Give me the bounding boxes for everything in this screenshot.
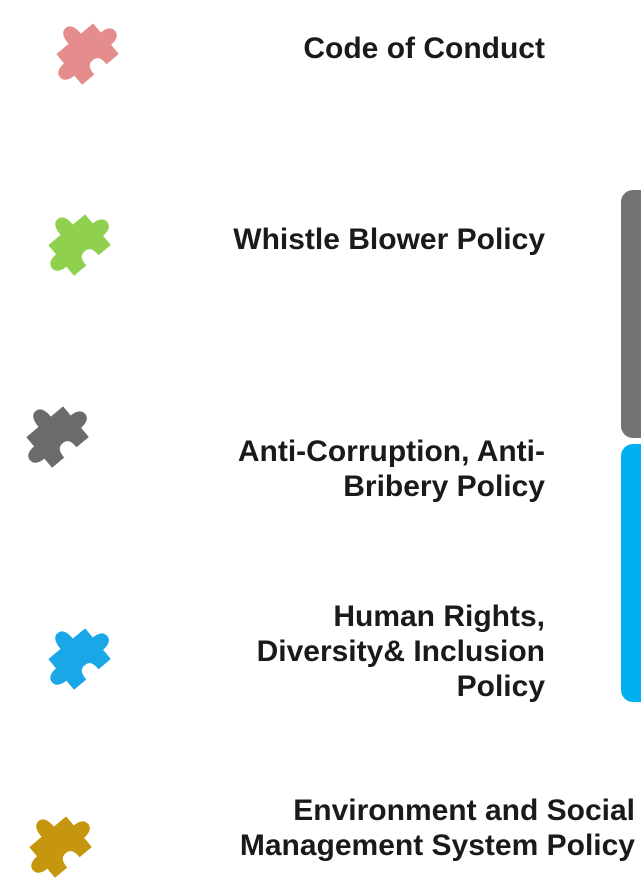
policy-label-line: Anti-Corruption, Anti- <box>237 435 545 468</box>
policy-label-line: Whistle Blower Policy <box>233 223 545 256</box>
policy-label-line: Policy <box>456 670 545 703</box>
policy-label-line: Code of Conduct <box>303 32 545 65</box>
policy-label-line: Environment and Social <box>293 794 635 827</box>
policy-label-environment-social: Environment and Social Management System… <box>240 793 635 863</box>
policy-label-line: Management System Policy <box>239 829 635 862</box>
puzzle-piece-icon <box>35 1 135 101</box>
policy-label-line: Bribery Policy <box>343 470 545 503</box>
puzzle-piece-icon <box>5 384 105 484</box>
policy-label-anti-corruption: Anti-Corruption, Anti- Bribery Policy <box>238 434 545 504</box>
side-tab-blue <box>621 444 641 702</box>
policy-label-line: Human Rights, <box>333 600 545 633</box>
puzzle-piece-icon <box>27 606 127 706</box>
puzzle-piece-icon <box>27 192 127 292</box>
policy-label-whistle-blower: Whistle Blower Policy <box>233 222 545 257</box>
puzzle-piece-icon <box>8 794 108 894</box>
policy-label-human-rights: Human Rights, Diversity& Inclusion Polic… <box>257 599 545 704</box>
policy-label-line: Diversity& Inclusion <box>256 635 545 668</box>
side-tab-gray <box>621 190 641 438</box>
policy-label-code-of-conduct: Code of Conduct <box>303 31 545 66</box>
